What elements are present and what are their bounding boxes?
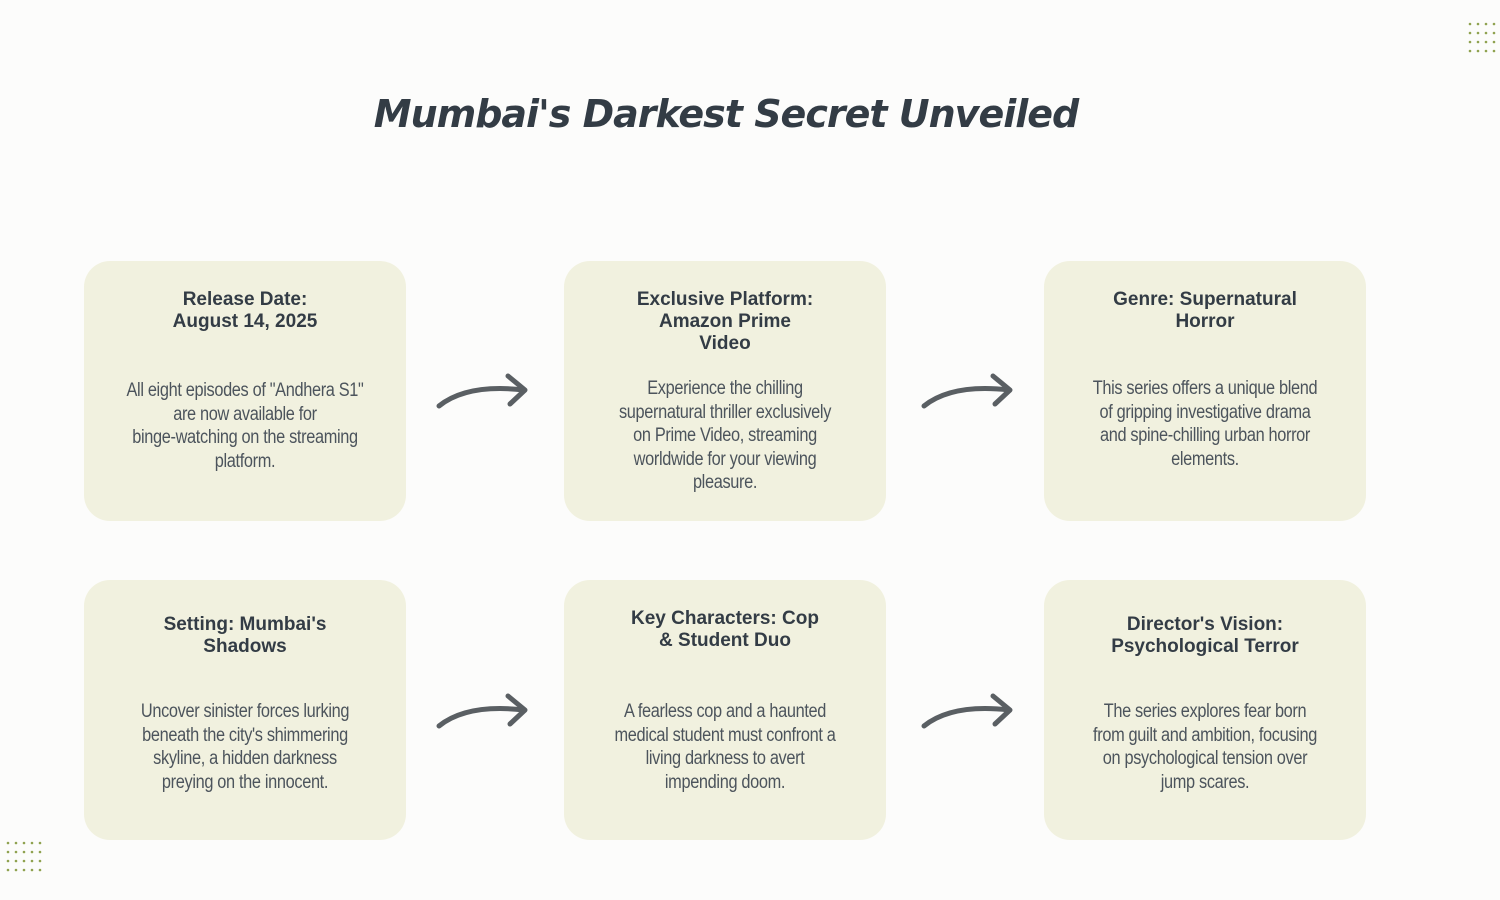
card-body: All eight episodes of "Andhera S1" are n… (126, 380, 364, 472)
card-directors-vision: Director's Vision: Psychological Terror … (1044, 580, 1366, 840)
card-heading: Setting: Mumbai's Shadows (163, 614, 327, 657)
arrow-right-icon (436, 373, 528, 409)
card-body: A fearless cop and a haunted medical stu… (614, 701, 836, 793)
arrow-right-icon (436, 693, 528, 729)
card-body: The series explores fear born from guilt… (1093, 701, 1317, 793)
card-setting: Setting: Mumbai's Shadows Uncover sinist… (84, 580, 406, 840)
arrow-right-icon (921, 693, 1013, 729)
card-heading: Director's Vision: Psychological Terror (1111, 614, 1299, 657)
card-body: This series offers a unique blend of gri… (1092, 378, 1318, 470)
card-heading: Release Date: August 14, 2025 (172, 289, 318, 332)
card-genre: Genre: Supernatural Horror This series o… (1044, 261, 1366, 521)
card-release-date: Release Date: August 14, 2025 All eight … (84, 261, 406, 521)
card-heading: Key Characters: Cop & Student Duo (631, 608, 819, 651)
card-body: Experience the chilling supernatural thr… (618, 378, 832, 493)
dot-pattern-top-right (1468, 22, 1496, 53)
arrow-right-icon (921, 373, 1013, 409)
card-heading: Exclusive Platform: Amazon Prime Video (636, 289, 814, 354)
card-exclusive-platform: Exclusive Platform: Amazon Prime Video E… (564, 261, 886, 521)
page-title: Mumbai's Darkest Secret Unveiled (373, 92, 1080, 136)
card-heading: Genre: Supernatural Horror (1113, 289, 1297, 332)
card-key-characters: Key Characters: Cop & Student Duo A fear… (564, 580, 886, 840)
card-body: Uncover sinister forces lurking beneath … (140, 701, 350, 793)
dot-pattern-bottom-left (6, 841, 42, 872)
